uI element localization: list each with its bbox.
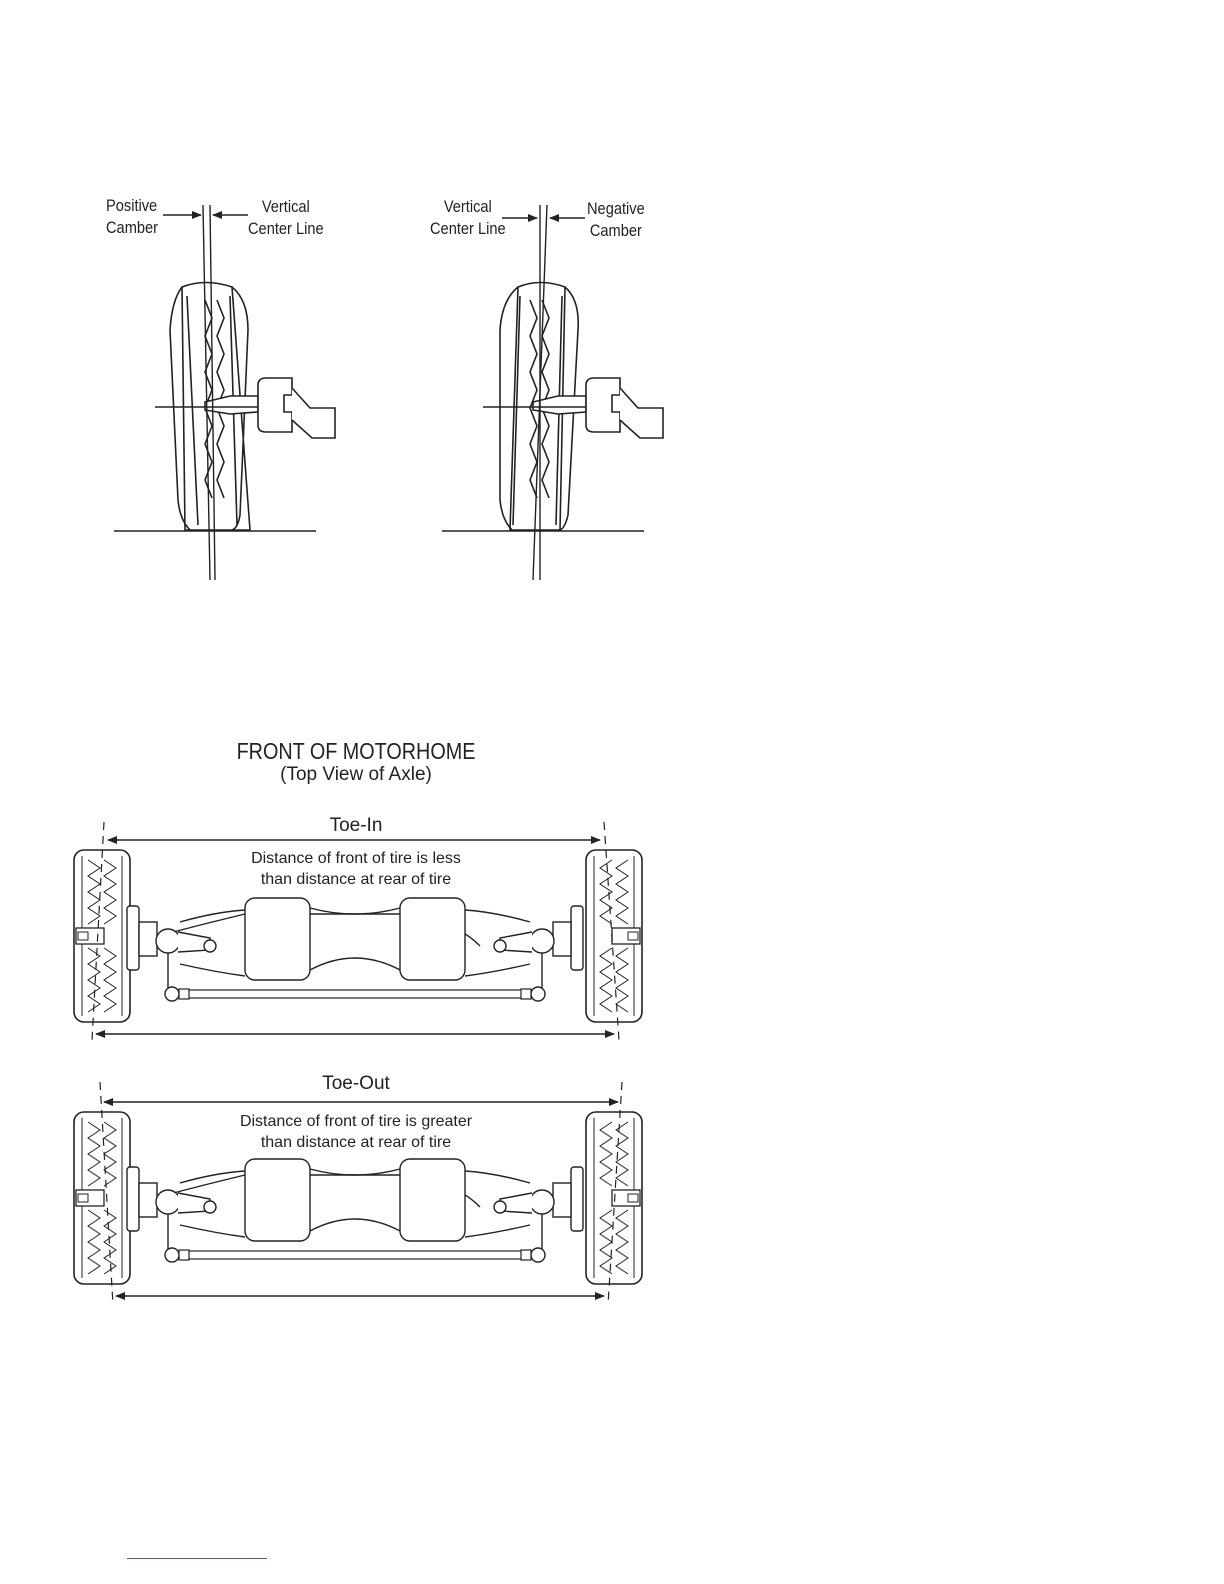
toe-in-label: Toe-In [256, 815, 456, 837]
camber-diagrams [0, 0, 1224, 640]
positive-camber-label: Positive Camber [106, 195, 158, 239]
toe-out-label: Toe-Out [256, 1073, 456, 1095]
toe-out-description: Distance of front of tire is greater tha… [196, 1111, 516, 1153]
positive-vertical-center-line-label: Vertical Center Line [248, 196, 324, 240]
toe-in-description: Distance of front of tire is less than d… [206, 848, 506, 890]
footer-link-underline [127, 1558, 267, 1559]
negative-camber-text: Negative Camber [587, 198, 645, 242]
toe-out-desc-line1: Distance of front of tire is greater [196, 1111, 516, 1132]
negative-vertical-text: Vertical Center Line [430, 196, 506, 240]
positive-camber-text: Positive Camber [106, 196, 158, 237]
toe-subtitle: (Top View of Axle) [200, 764, 512, 786]
toe-out-left-tire [74, 1112, 130, 1284]
toe-in-right-tire [586, 850, 642, 1022]
negative-vertical-center-line-label: Vertical Center Line [430, 196, 506, 240]
toe-out-desc-line2: than distance at rear of tire [196, 1132, 516, 1153]
toe-title: FRONT OF MOTORHOME [222, 738, 490, 764]
negative-camber-label: Negative Camber [587, 198, 645, 242]
positive-vertical-text: Vertical Center Line [248, 196, 324, 240]
toe-out-right-tire [586, 1112, 642, 1284]
toe-in-left-tire [74, 850, 130, 1022]
toe-in-desc-line2: than distance at rear of tire [206, 869, 506, 890]
toe-in-desc-line1: Distance of front of tire is less [206, 848, 506, 869]
